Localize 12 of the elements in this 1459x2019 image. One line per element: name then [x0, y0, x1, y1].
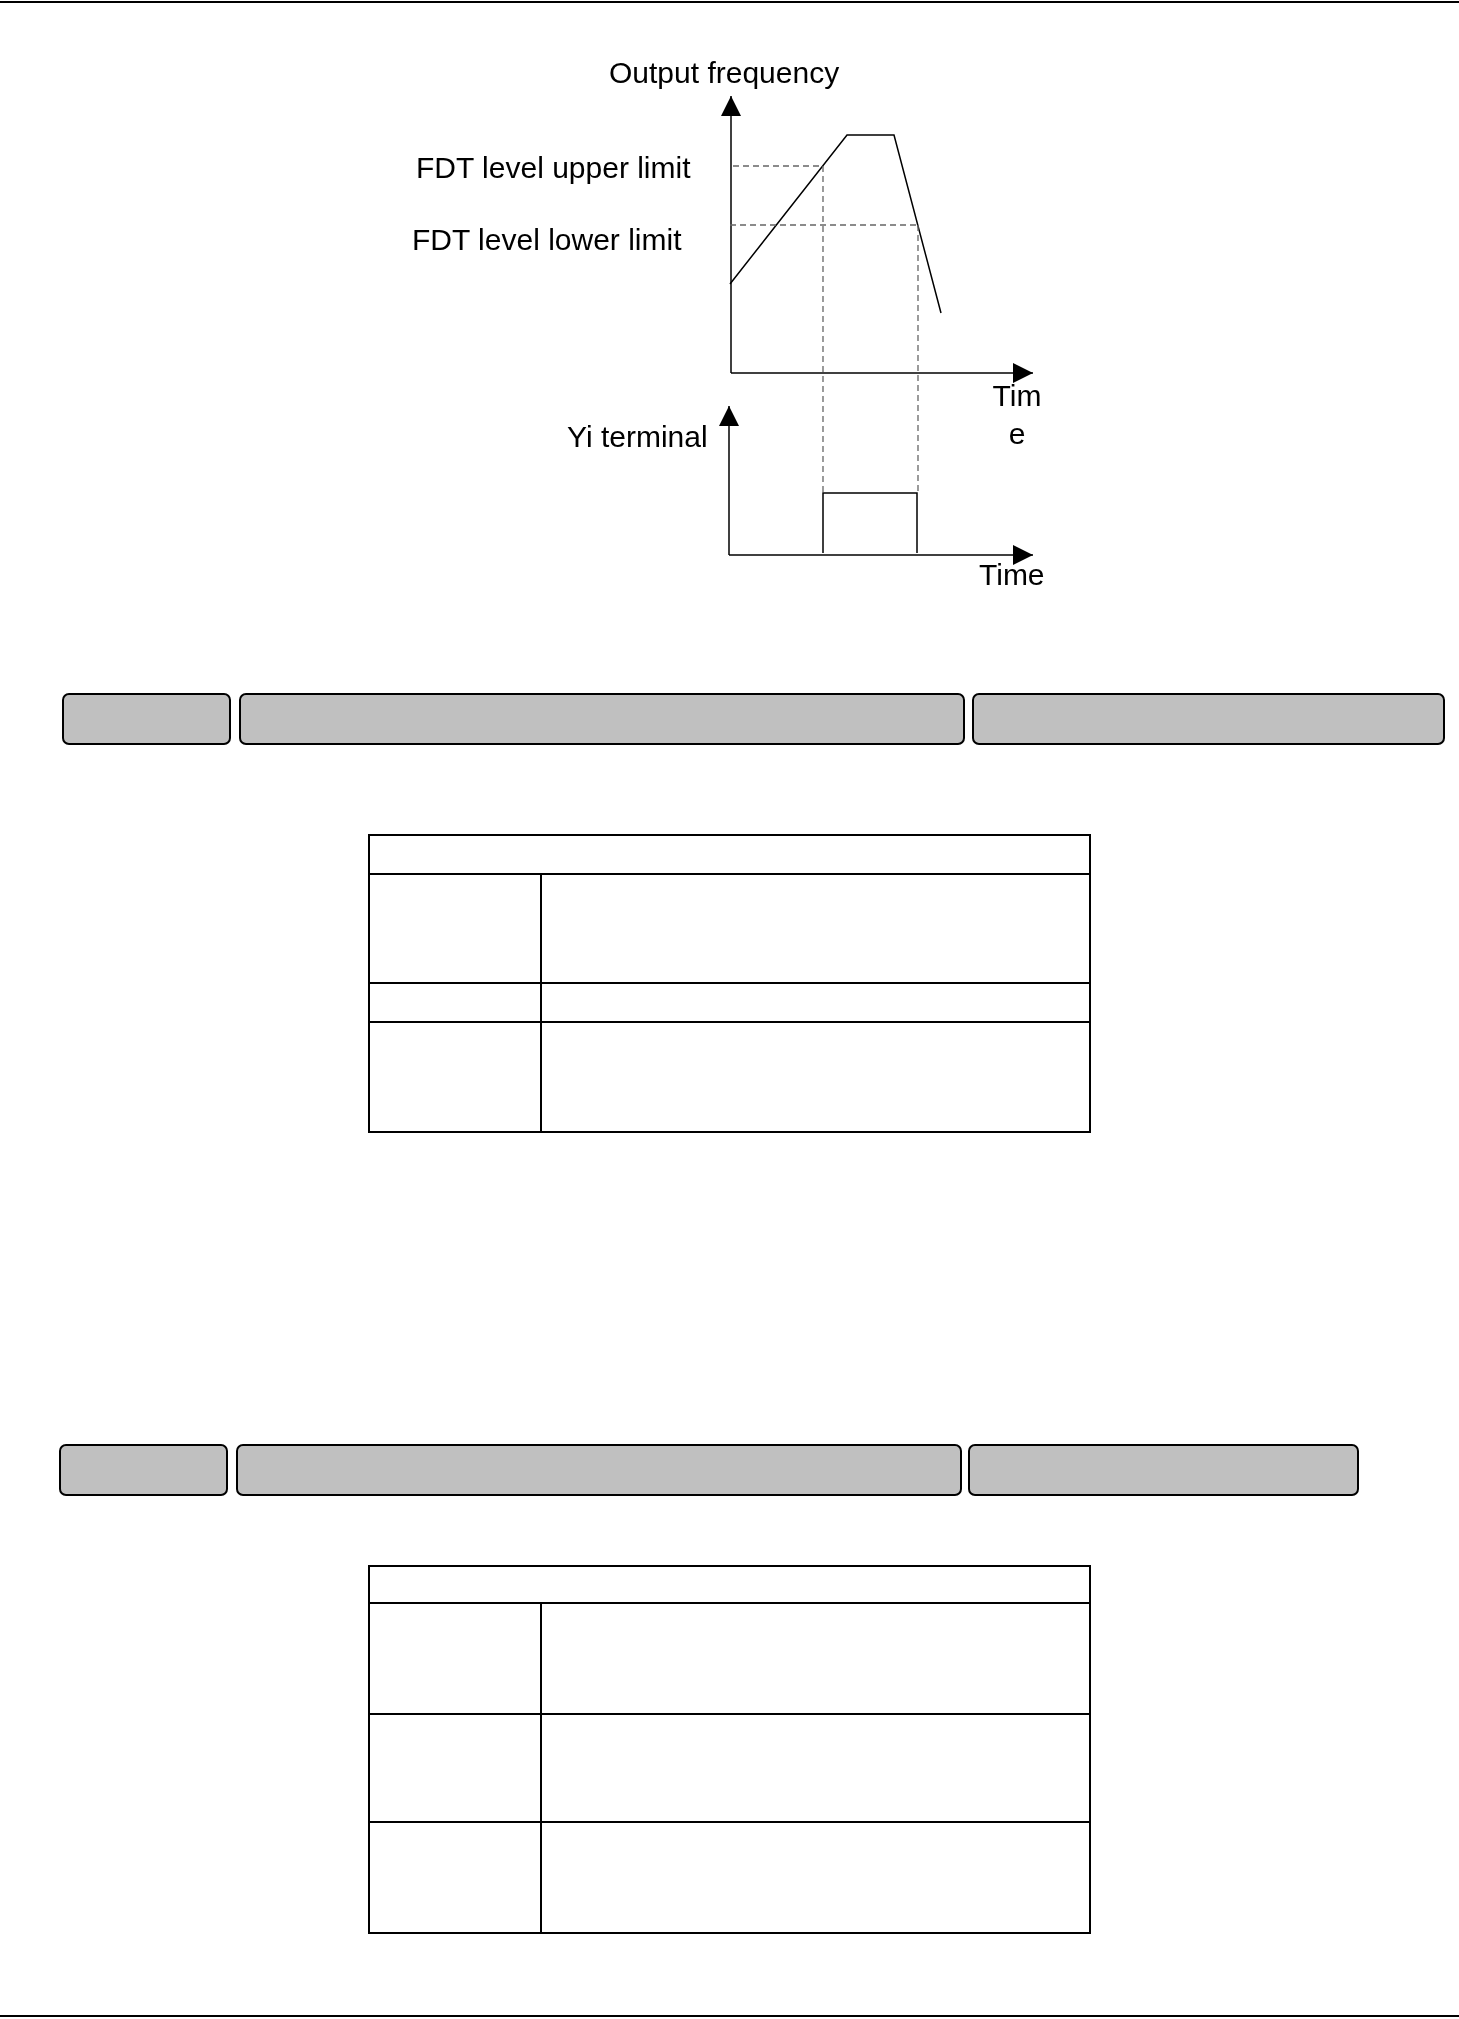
- axis-title: Output frequency: [609, 57, 840, 89]
- parameter-bar: [968, 1444, 1359, 1496]
- axis-label: Time: [979, 559, 1045, 591]
- parameter-bar: [239, 693, 965, 745]
- axis-title: Yi terminal: [567, 421, 708, 453]
- parameter-bar: [972, 693, 1445, 745]
- parameter-bar: [236, 1444, 962, 1496]
- level-label: FDT level lower limit: [412, 224, 682, 256]
- axis-label: Time: [991, 378, 1043, 452]
- level-label: FDT level upper limit: [416, 152, 691, 184]
- parameter-bar: [59, 1444, 228, 1496]
- parameter-bar: [62, 693, 231, 745]
